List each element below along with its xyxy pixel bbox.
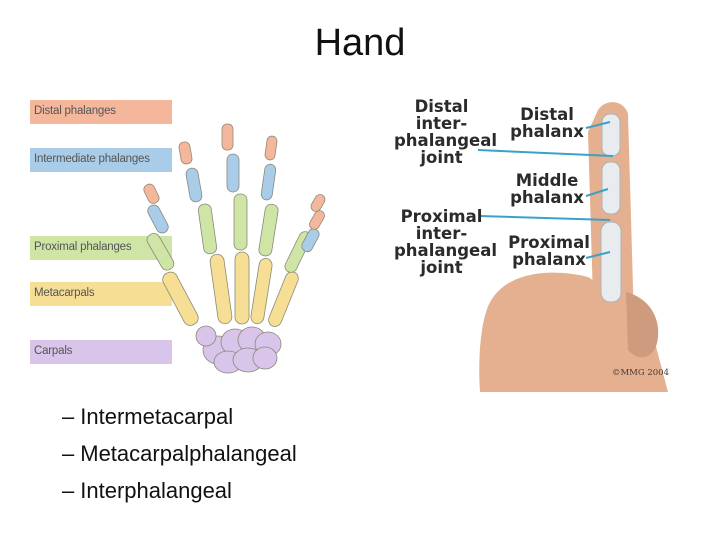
intermediate-phalanx-bones bbox=[146, 154, 321, 253]
bullet-text-intermetacarpal: Intermetacarpal bbox=[80, 404, 233, 429]
hand-skeleton-diagram: Distal phalanges Intermediate phalanges … bbox=[30, 92, 385, 382]
list-item: –Intermetacarpal bbox=[62, 398, 297, 435]
finger-joint-diagram: Distal inter- phalangeal joint Distal ph… bbox=[388, 92, 673, 392]
bullet-dash: – bbox=[62, 441, 74, 466]
annotation-dip-joint: Distal inter- phalangeal joint bbox=[394, 98, 489, 166]
slide-title: Hand bbox=[0, 22, 720, 65]
carpal-bones bbox=[196, 326, 281, 373]
proximal-phalanx-bones bbox=[145, 194, 313, 274]
list-item: –Interphalangeal bbox=[62, 472, 297, 509]
annotation-middle-phalanx: Middle phalanx bbox=[506, 172, 588, 206]
copyright-credit: ©MMG 2004 bbox=[612, 368, 669, 378]
annotation-distal-phalanx: Distal phalanx bbox=[506, 106, 588, 140]
folded-finger-shape bbox=[626, 292, 658, 357]
bullet-dash: – bbox=[62, 404, 74, 429]
bullet-dash: – bbox=[62, 478, 74, 503]
annotation-proximal-phalanx: Proximal phalanx bbox=[504, 234, 594, 268]
finger-bones bbox=[601, 114, 621, 302]
hand-bones-illustration bbox=[30, 92, 385, 382]
list-item: –Metacarpalphalangeal bbox=[62, 435, 297, 472]
bullet-text-metacarpalphalangeal: Metacarpalphalangeal bbox=[80, 441, 297, 466]
joint-types-list: –Intermetacarpal –Metacarpalphalangeal –… bbox=[62, 398, 297, 509]
bullet-text-interphalangeal: Interphalangeal bbox=[80, 478, 232, 503]
annotation-pip-joint: Proximal inter- phalangeal joint bbox=[394, 208, 489, 276]
metacarpal-bones bbox=[160, 252, 300, 329]
